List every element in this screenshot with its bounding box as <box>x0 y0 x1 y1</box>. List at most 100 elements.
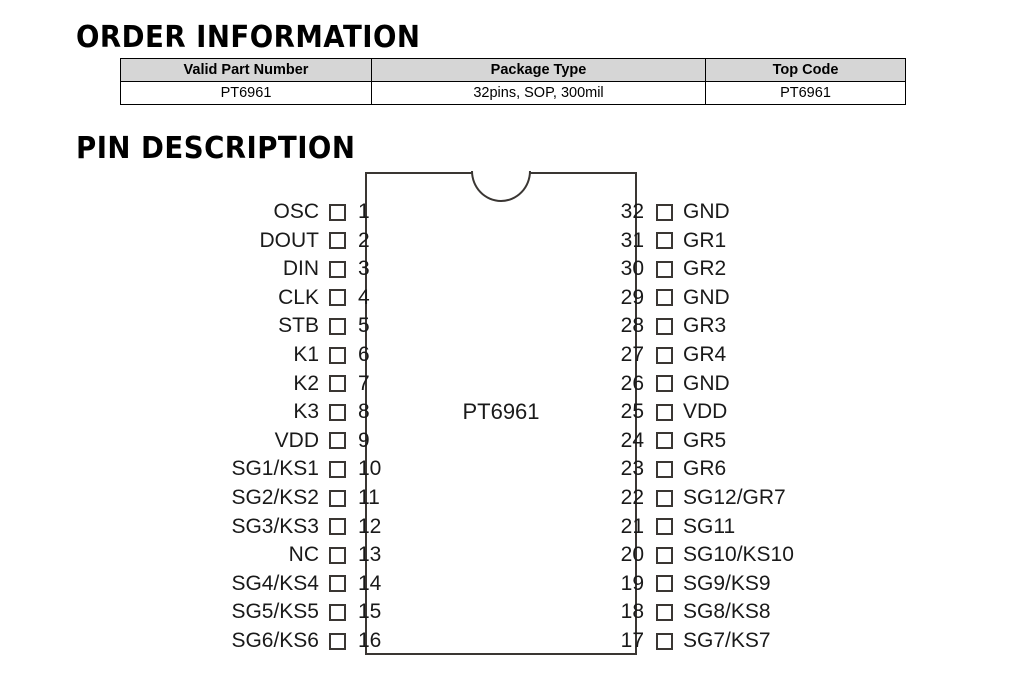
pin-pad-icon-27 <box>656 346 673 364</box>
pin-pad-icon-3 <box>329 260 346 278</box>
order-information-heading: ORDER INFORMATION <box>76 20 421 55</box>
pin-number-12: 12 <box>358 514 382 538</box>
pin-pad-icon-1 <box>329 203 346 221</box>
pin-label-12: SG3/KS3 <box>231 514 319 538</box>
pin-pad-icon-28 <box>656 317 673 335</box>
pin-row-27: 27 GR4 <box>602 343 932 366</box>
pin-label-18: SG8/KS8 <box>683 600 771 624</box>
pin-pad-icon-24 <box>656 432 673 450</box>
pin-label-2: DOUT <box>259 228 320 252</box>
pin-description-heading: PIN DESCRIPTION <box>76 131 356 166</box>
pin-pad-icon-18 <box>656 603 673 621</box>
pin-number-11: 11 <box>358 486 380 509</box>
cell-valid-part-number: PT6961 <box>120 81 372 105</box>
pin-pad-icon-26 <box>656 375 673 393</box>
pin-pad-icon-13 <box>329 546 346 564</box>
pin-pad-icon-19 <box>656 575 673 593</box>
pin-label-15: SG5/KS5 <box>231 600 319 624</box>
pin-row-11: SG2/KS2 11 <box>150 486 400 509</box>
pin-label-32: GND <box>683 200 730 223</box>
chip-part-number-label: PT6961 <box>462 399 540 424</box>
pin-pad-icon-17 <box>656 632 673 650</box>
pin-pad-icon-29 <box>656 289 673 307</box>
pin-pad-icon-8 <box>329 403 346 421</box>
pin-pad-icon-5 <box>329 317 346 335</box>
pin-pad-icon-9 <box>329 432 346 450</box>
pin-label-28: GR3 <box>683 314 727 338</box>
pin-label-25: VDD <box>683 400 728 424</box>
pin-label-11: SG2/KS2 <box>231 486 319 509</box>
pin-row-25: 25 VDD <box>602 400 932 424</box>
pin-number-26: 26 <box>620 371 644 395</box>
pin-label-7: K2 <box>293 371 319 395</box>
table-header-row: Valid Part Number Package Type Top Code <box>120 58 906 82</box>
pin-number-29: 29 <box>620 285 644 309</box>
pin-label-26: GND <box>683 371 730 395</box>
pin-label-14: SG4/KS4 <box>231 571 319 595</box>
pin-label-20: SG10/KS10 <box>683 543 794 567</box>
cell-package-type: 32pins, SOP, 300mil <box>371 81 706 105</box>
pin-pad-icon-2 <box>329 232 346 250</box>
pin-pad-icon-31 <box>656 232 673 250</box>
pin-pad-icon-21 <box>656 518 673 536</box>
pin-number-5: 5 <box>358 314 370 338</box>
pin-pad-icon-30 <box>656 260 673 278</box>
pin-number-27: 27 <box>620 343 644 366</box>
pin-pad-icon-22 <box>656 489 673 507</box>
pin-label-31: GR1 <box>683 228 727 252</box>
pin-pad-icon-15 <box>329 603 346 621</box>
pin-pad-icon-11 <box>329 489 346 507</box>
pin-row-19: 19 SG9/KS9 <box>602 571 932 595</box>
pin-number-21: 21 <box>620 514 644 538</box>
pin-number-17: 17 <box>620 629 644 652</box>
pin-row-12: SG3/KS3 12 <box>150 514 400 538</box>
pin-number-19: 19 <box>620 571 644 595</box>
pin-pad-icon-23 <box>656 460 673 478</box>
pin-label-27: GR4 <box>683 343 727 366</box>
pin-number-22: 22 <box>620 486 644 509</box>
pin-row-26: 26 GND <box>602 371 932 395</box>
column-header-package-type: Package Type <box>371 58 706 82</box>
pin-number-3: 3 <box>358 257 370 281</box>
pin-row-3: DIN 3 <box>150 257 400 281</box>
pin-pad-icon-7 <box>329 375 346 393</box>
pin-pad-icon-25 <box>656 403 673 421</box>
pin-label-21: SG11 <box>683 514 736 538</box>
chip-body-outline <box>365 172 637 655</box>
cell-top-code: PT6961 <box>705 81 906 105</box>
pin-label-3: DIN <box>282 257 319 281</box>
pin-number-20: 20 <box>620 543 644 567</box>
pin-number-25: 25 <box>620 400 644 424</box>
pin-number-8: 8 <box>358 400 370 424</box>
pin-row-2: DOUT 2 <box>150 228 400 252</box>
pin-label-19: SG9/KS9 <box>683 571 771 595</box>
table-row: PT6961 32pins, SOP, 300mil PT6961 <box>120 81 906 105</box>
pin-row-16: SG6/KS6 16 <box>150 629 400 652</box>
pin-number-2: 2 <box>358 228 370 252</box>
pin-label-23: GR6 <box>683 457 727 481</box>
pin-row-20: 20 SG10/KS10 <box>602 543 932 567</box>
pin-number-1: 1 <box>358 200 370 223</box>
pin-pad-icon-4 <box>329 289 346 307</box>
pin-number-18: 18 <box>620 600 644 624</box>
pin-number-30: 30 <box>620 257 644 281</box>
pin-label-16: SG6/KS6 <box>231 629 319 652</box>
pin-label-6: K1 <box>293 343 319 366</box>
pin-number-16: 16 <box>358 629 382 652</box>
pin-label-9: VDD <box>274 428 319 452</box>
